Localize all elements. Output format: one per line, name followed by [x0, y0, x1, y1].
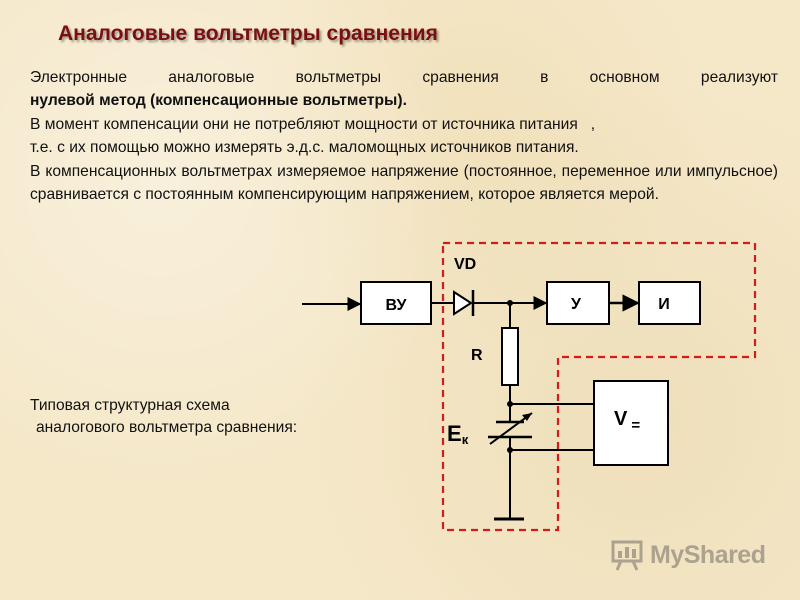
- caption-line-2: аналогового вольтметра сравнения:: [36, 419, 298, 436]
- paragraph-1-bold: нулевой метод (компенсационные вольтметр…: [30, 89, 778, 112]
- paragraph-2-line-2: т.е. с их помощью можно измерять э.д.с. …: [30, 139, 579, 157]
- block-i-label: И: [658, 296, 670, 313]
- block-u: У: [546, 281, 610, 325]
- source-ek-letter: Е: [447, 421, 462, 446]
- null-method-term: нулевой метод (компенсационные вольтметр…: [30, 92, 407, 110]
- block-u-label: У: [571, 296, 582, 313]
- paragraph-1: Электронные аналоговые вольтметры сравне…: [30, 66, 778, 89]
- source-ek-label: Ек: [447, 421, 469, 447]
- caption-line-1: Типовая структурная схема: [30, 397, 230, 414]
- watermark-text: MyShared: [650, 540, 766, 569]
- voltmeter-label: V=: [614, 408, 640, 434]
- diode-vd: [453, 290, 475, 316]
- dc-voltmeter: V=: [593, 380, 669, 466]
- presentation-board-icon: [611, 540, 643, 571]
- dashed-boundary: [441, 241, 757, 532]
- source-ek-subscript: к: [462, 432, 469, 447]
- voltmeter-letter: V: [614, 408, 628, 430]
- voltmeter-dc-sign: =: [631, 417, 640, 434]
- description-text: Электронные аналоговые вольтметры сравне…: [30, 66, 778, 206]
- adjustable-source-ek: [488, 404, 533, 519]
- diode-vd-label: VD: [454, 256, 476, 273]
- watermark: MyShared: [610, 538, 766, 572]
- resistor-r: [501, 327, 519, 386]
- diagram-caption: Типовая структурная схема аналогового во…: [30, 395, 297, 439]
- page-title: Аналоговые вольтметры сравнения: [58, 22, 438, 45]
- block-vu: ВУ: [360, 281, 432, 325]
- block-vu-label: ВУ: [386, 297, 408, 314]
- paragraph-2-line-1: В момент компенсации они не потребляют м…: [30, 115, 596, 133]
- resistor-r-label: R: [471, 347, 483, 364]
- paragraph-1-text: Электронные аналоговые вольтметры сравне…: [30, 69, 778, 86]
- block-i: И: [638, 281, 701, 325]
- paragraph-3: В компенсационных вольтметрах измеряемое…: [30, 162, 778, 204]
